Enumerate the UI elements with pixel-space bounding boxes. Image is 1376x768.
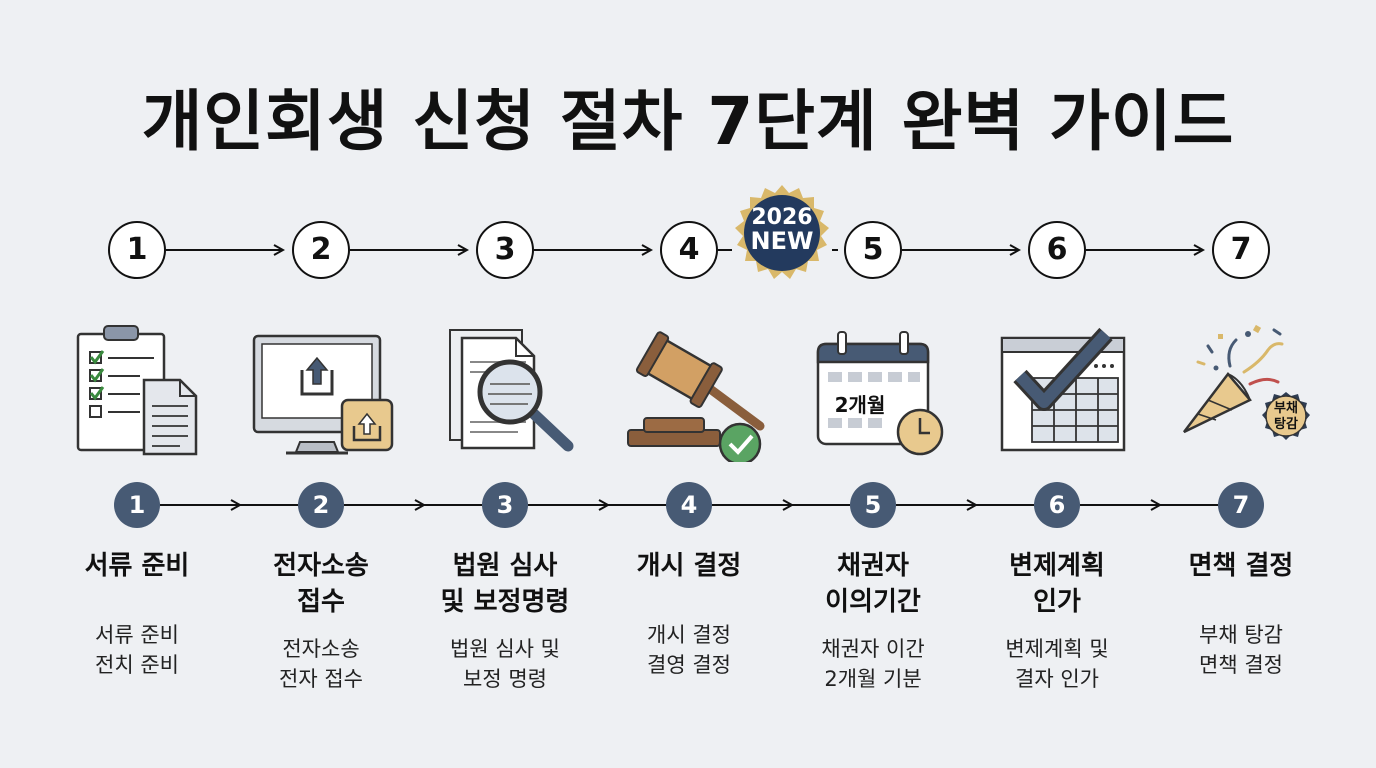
step-4-desc-line1: 개시 결정 xyxy=(647,623,731,647)
step-7-title-line: 면책 결정 xyxy=(1188,551,1294,581)
popper-badge-line2: 탕감 xyxy=(1274,416,1298,432)
step-1-desc-line1: 서류 준비 xyxy=(95,623,179,647)
step-5-title-line1: 채권자 xyxy=(837,551,909,581)
badge-new: NEW xyxy=(750,227,814,256)
step-2-desc-line1: 전자소송 xyxy=(282,637,360,661)
checkmark-table-icon xyxy=(1000,327,1126,452)
magnifier-documents-icon xyxy=(449,329,574,452)
checklist-documents-icon xyxy=(76,325,198,456)
step-3-desc-line1: 법원 심사 및 xyxy=(450,637,560,661)
calendar-label: 2개월 xyxy=(835,393,886,417)
step-6-desc-line2: 결자 인가 xyxy=(1015,667,1099,691)
step-7-desc-line1: 부채 탕감 xyxy=(1199,623,1283,647)
step-2-top-circle: 2 xyxy=(292,221,350,279)
step-6-top-circle: 6 xyxy=(1028,221,1086,279)
step-5-title-line2: 이의기간 xyxy=(825,587,921,617)
step-4-title-line: 개시 결정 xyxy=(636,551,742,581)
step-6-title-line2: 인가 xyxy=(1033,587,1081,617)
step-5-desc: 채권자 이간 2개월 기분 xyxy=(783,634,963,694)
step-6-title-line1: 변제계획 xyxy=(1009,551,1105,581)
step-1-desc-line2: 전치 준비 xyxy=(95,653,179,677)
step-5-top-circle: 5 xyxy=(844,221,902,279)
step-6-circle: 6 xyxy=(1034,482,1080,528)
badge-year: 2026 xyxy=(751,205,813,230)
step-6-desc-line1: 변제계획 및 xyxy=(1005,637,1109,661)
step-3-title-line2: 및 보정명령 xyxy=(440,587,570,617)
step-4-circle: 4 xyxy=(666,482,712,528)
step-1-circle: 1 xyxy=(114,482,160,528)
step-2-title-line2: 접수 xyxy=(297,587,345,617)
computer-upload-icon xyxy=(252,334,394,455)
step-7-title: 면책 결정 xyxy=(1151,548,1331,584)
step-7-circle: 7 xyxy=(1218,482,1264,528)
step-3-circle: 3 xyxy=(482,482,528,528)
step-5-desc-line1: 채권자 이간 xyxy=(821,637,925,661)
step-1-title: 서류 준비 xyxy=(47,548,227,584)
new-badge-label: 2026 NEW xyxy=(728,206,836,254)
step-3-title-line1: 법원 심사 xyxy=(452,551,558,581)
step-2-circle: 2 xyxy=(298,482,344,528)
step-4-desc-line2: 결영 결정 xyxy=(647,653,731,677)
step-1-top-circle: 1 xyxy=(108,221,166,279)
step-1-title-line: 서류 준비 xyxy=(84,551,190,581)
calendar-clock-icon: 2개월 xyxy=(816,331,944,456)
step-7-desc-line2: 면책 결정 xyxy=(1199,653,1283,677)
new-badge-icon xyxy=(735,185,829,279)
step-2-title-line1: 전자소송 xyxy=(273,551,369,581)
step-5-desc-line2: 2개월 기분 xyxy=(824,667,922,691)
popper-badge-line1: 부채 xyxy=(1274,401,1298,416)
step-5-circle: 5 xyxy=(850,482,896,528)
step-4-top-circle: 4 xyxy=(660,221,718,279)
step-3-desc-line2: 보정 명령 xyxy=(463,667,547,691)
step-4-title: 개시 결정 xyxy=(599,548,779,584)
gavel-approved-icon xyxy=(627,331,765,462)
step-2-desc-line2: 전자 접수 xyxy=(279,667,363,691)
step-7-top-circle: 7 xyxy=(1212,221,1270,279)
page-title: 개인회생 신청 절차 7단계 완벽 가이드 xyxy=(141,83,1235,160)
party-popper-icon: 부채 탕감 xyxy=(1183,324,1310,440)
step-3-top-circle: 3 xyxy=(476,221,534,279)
